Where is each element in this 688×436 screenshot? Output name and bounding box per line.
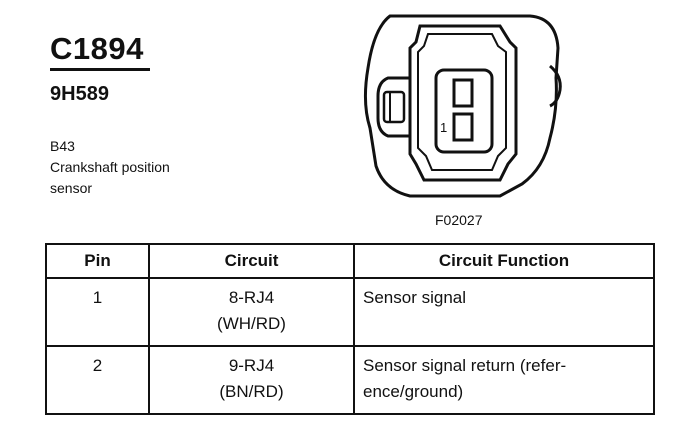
terminal-pin-1 [452,112,474,142]
header-pin: Pin [45,243,150,279]
pinout-table: Pin Circuit Circuit Function 1 8-RJ4 (WH… [45,243,655,415]
header-circuit-function: Circuit Function [353,243,655,279]
row-1-function-line-1: Sensor signal [363,288,467,307]
terminal-cavity [434,68,494,154]
row-2-function-line-1: Sensor signal return (refer- [363,356,567,375]
row-2-circuit: 9-RJ4 (BN/RD) [148,345,355,415]
description-line-2: sensor [50,180,93,196]
part-number: 9H589 [50,83,109,105]
row-1-circuit: 8-RJ4 (WH/RD) [148,277,355,347]
row-1-circuit-color: (WH/RD) [217,314,286,333]
connector-locking-tab [376,76,410,138]
header-circuit: Circuit [148,243,355,279]
connector-right-ear [549,64,562,108]
row-2-circuit-color: (BN/RD) [219,382,284,401]
row-1-circuit-id: 8-RJ4 [228,288,275,307]
connector-inner-body-trim [417,33,507,171]
connector-header: C1894 9H589 [50,32,160,105]
figure-code: F02027 [435,212,483,228]
description-line-1: Crankshaft position [50,159,170,175]
location-code: B43 [50,138,75,154]
connector-inner-body [408,24,518,182]
row-1-pin: 1 [45,277,150,347]
row-2-function-line-2: ence/ground) [363,382,464,401]
row-2-function: Sensor signal return (refer- ence/ground… [353,345,655,415]
locking-tab-latch [382,90,406,124]
connector-id-underline [50,68,150,71]
row-1-function: Sensor signal [353,277,655,347]
pin-1-marker: 1 [440,120,447,135]
connector-face-drawing: 1 [363,14,562,198]
table-header-row: Pin Circuit Circuit Function [45,243,655,279]
row-2-pin: 2 [45,345,150,415]
connector-description: B43 Crankshaft position sensor [50,136,170,199]
connector-outer-housing [363,14,560,198]
row-2-circuit-id: 9-RJ4 [228,356,275,375]
table-row: 2 9-RJ4 (BN/RD) Sensor signal return (re… [45,345,655,415]
table-row: 1 8-RJ4 (WH/RD) Sensor signal [45,277,655,347]
connector-id: C1894 [50,31,144,66]
terminal-pin-2 [452,78,474,108]
